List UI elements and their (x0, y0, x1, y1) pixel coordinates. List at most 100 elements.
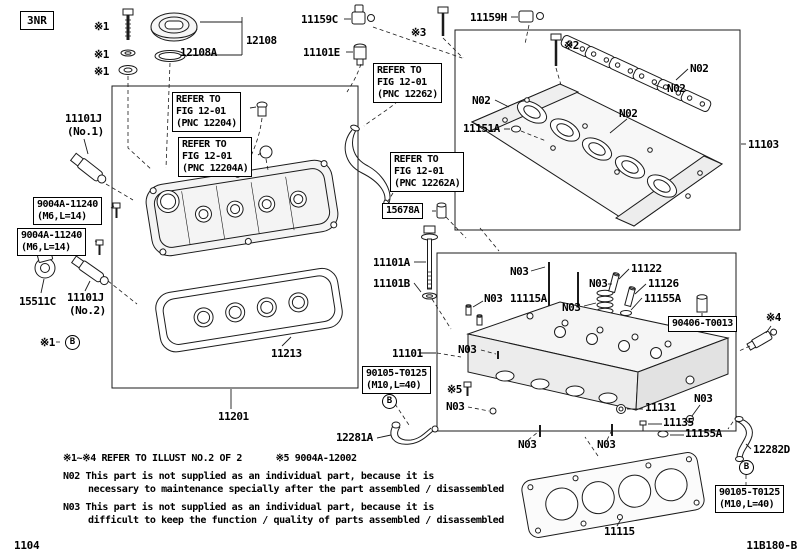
marker-star4: ※4 (766, 311, 781, 324)
label-15678A: 15678A (382, 203, 424, 219)
label-N02-2: N02 (667, 82, 686, 95)
pcv-valve-icon (249, 101, 273, 159)
connector-B-2: B (382, 394, 397, 409)
label-12281A: 12281A (336, 431, 373, 444)
note-refer-row: ※1~※4 REFER TO ILLUST NO.2 OF 2 ※5 9004A… (63, 452, 504, 465)
label-N03-7: N03 (694, 392, 713, 405)
label-N03-6: N03 (446, 400, 465, 413)
label-11101E: 11101E (303, 46, 340, 59)
label-11213: 11213 (271, 347, 302, 360)
camshaft-housing-drawing (470, 83, 724, 227)
bolt-washer-seal-icons (118, 8, 138, 75)
marker-star1-washer: ※1 (94, 48, 109, 61)
label-N02-1: N02 (690, 62, 709, 75)
camshaft-housing-frame-box (454, 29, 741, 231)
label-N03-9: N03 (597, 438, 616, 451)
label-12108: 12108 (246, 34, 277, 47)
note-refer-text: ※1~※4 REFER TO ILLUST NO.2 OF 2 (63, 453, 242, 464)
sensor-bolt-icons (95, 202, 121, 255)
label-11101J-no2: 11101J (67, 291, 104, 304)
label-N03-1: N03 (510, 265, 529, 278)
connector-B-1: B (65, 335, 80, 350)
ventilation-hose-drawing (344, 124, 391, 209)
marker-star2: ※2 (564, 39, 579, 52)
note-n02-code: N02 (63, 471, 80, 482)
label-90105-T0125-right: 90105-T0125(M10,L=40) (715, 485, 784, 513)
label-11201: 11201 (218, 410, 249, 423)
cylinder-head-drawing (466, 301, 730, 411)
dashed-reference-lines (56, 24, 751, 485)
label-N03-8: N03 (518, 438, 537, 451)
label-11115A: 11115A (510, 292, 547, 305)
connector-B-3: B (739, 460, 754, 475)
ocv-filter-15678A-icon (432, 202, 447, 219)
camshaft-position-sensor-no2-icon (70, 255, 109, 286)
label-N02-4: N02 (472, 94, 491, 107)
label-11101J-no2-sub: (No.2) (69, 304, 106, 317)
cam-sensor-11159C-icon (344, 4, 375, 25)
oil-filler-cap-drawing (150, 12, 243, 62)
label-90105-T0125-left: 90105-T0125(M10,L=40) (362, 366, 431, 394)
sensor-star4-icon (746, 328, 778, 351)
model-code-badge: 3NR (20, 11, 54, 30)
note-n03-row: N03 This part is not supplied as an indi… (63, 501, 504, 514)
label-11101J-no1: 11101J (65, 112, 102, 125)
bearing-caps-drawing (560, 35, 712, 112)
label-N02-3: N02 (619, 107, 638, 120)
sensor-11159H-icon (511, 10, 544, 23)
label-11155A-1: 11155A (644, 292, 681, 305)
marker-star1-bolt: ※1 (94, 20, 109, 33)
label-11159H: 11159H (470, 11, 507, 24)
cylinder-head-frame-box (436, 252, 737, 432)
figure-code: 11B180-B (746, 539, 797, 552)
valve-cover-frame-box (111, 85, 359, 389)
seal-11151A-icon (504, 125, 521, 133)
notes-block: ※1~※4 REFER TO ILLUST NO.2 OF 2 ※5 9004A… (63, 452, 504, 527)
label-11101A: 11101A (373, 256, 410, 269)
label-11159C: 11159C (301, 13, 338, 26)
marker-star1-cover: ※1 (40, 336, 55, 349)
marker-star3: ※3 (411, 26, 426, 39)
oil-pipe-12282D-drawing (734, 416, 753, 462)
head-gasket-drawing (521, 452, 705, 538)
label-11101: 11101 (392, 347, 423, 360)
label-11155A-2: 11155A (685, 427, 722, 440)
note-n02-row: N02 This part is not supplied as an indi… (63, 470, 504, 483)
label-9004A-11240-2: 9004A-11240(M6,L=14) (17, 228, 86, 256)
note-n03-line2: difficult to keep the function / quality… (88, 515, 504, 526)
label-11101J-no1-sub: (No.1) (67, 125, 104, 138)
label-N03-4: N03 (562, 301, 581, 314)
label-11122: 11122 (631, 262, 662, 275)
label-12282D: 12282D (753, 443, 790, 456)
label-N03-3: N03 (589, 277, 608, 290)
label-11126: 11126 (648, 277, 679, 290)
cover-gasket-drawing (155, 267, 343, 353)
oil-pipe-12281A-drawing (390, 421, 439, 445)
camshaft-position-sensor-no1-icon (69, 152, 107, 184)
leader-lines (40, 68, 772, 527)
union-11101E-icon (346, 43, 367, 66)
note-n03-code: N03 (63, 502, 80, 513)
label-11151A: 11151A (463, 122, 500, 135)
head-bolt-drawing (421, 225, 438, 300)
label-N03-2: N03 (484, 292, 503, 305)
marker-star5: ※5 (447, 383, 462, 396)
label-90406-T0013: 90406-T0013 (668, 316, 737, 332)
label-11131: 11131 (645, 401, 676, 414)
bolt-star3-icon (437, 6, 449, 36)
label-12108A: 12108A (180, 46, 217, 59)
note-n02-line2: necessary to maintenance specially after… (88, 484, 504, 495)
label-11103: 11103 (748, 138, 779, 151)
note-n02-line1: This part is not supplied as an individu… (85, 471, 435, 482)
head-small-parts-icons (463, 351, 694, 438)
label-11115: 11115 (604, 525, 635, 538)
marker-star1-seal: ※1 (94, 65, 109, 78)
note-star5-text: ※5 9004A-12002 (275, 453, 357, 464)
label-11135: 11135 (663, 416, 694, 429)
